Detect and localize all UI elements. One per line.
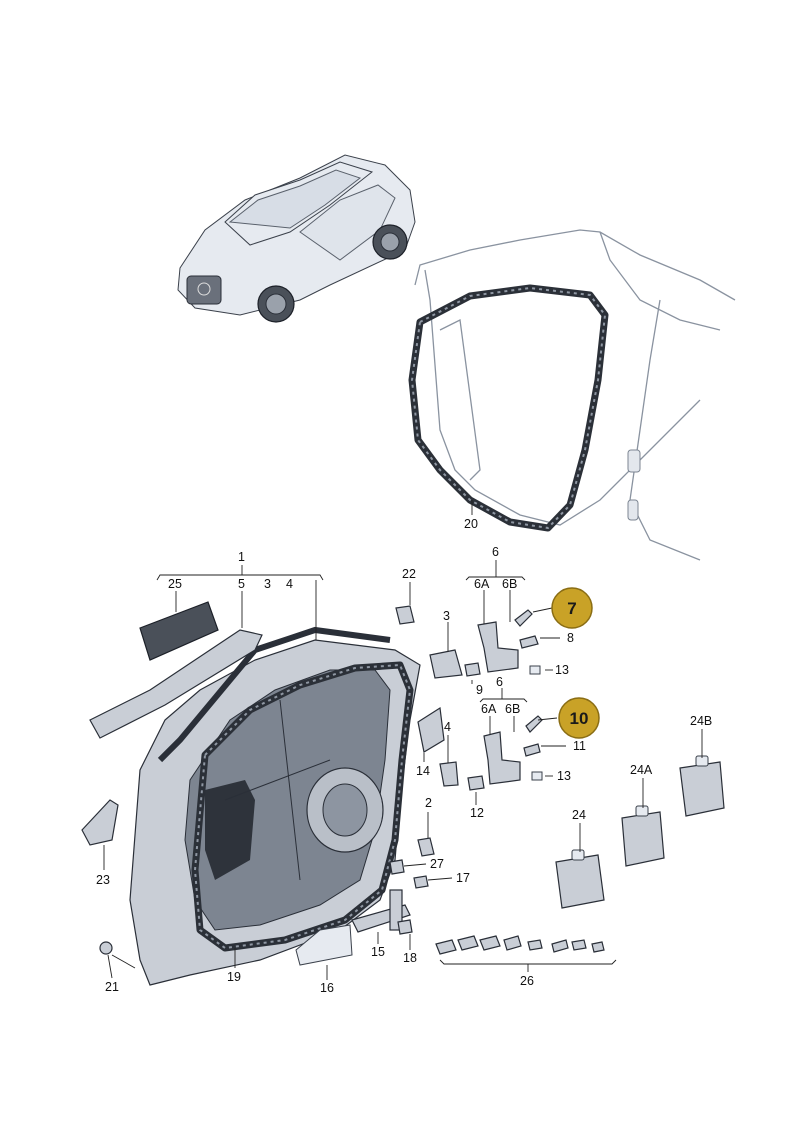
part-7-bolt (514, 609, 533, 627)
part-3-hinge-upper (429, 649, 463, 679)
body-opening (408, 229, 736, 561)
label-19: 19 (227, 970, 241, 984)
part-6-hinge-upper (477, 621, 519, 673)
part-13-clip-upper (529, 665, 541, 675)
label-17: 17 (456, 871, 470, 885)
label-20: 20 (464, 517, 478, 531)
part-5-bar (89, 629, 263, 739)
badge-10-circle[interactable] (558, 697, 600, 739)
part-12-bolt (467, 775, 485, 791)
label-12: 12 (470, 806, 484, 820)
label-22: 22 (402, 567, 416, 581)
part-15-guide-post (389, 889, 403, 931)
label-27: 27 (430, 857, 444, 871)
label-18: 18 (403, 951, 417, 965)
label-24: 24 (572, 808, 586, 822)
badge-7-text: 7 (567, 599, 576, 618)
part-25-pad (139, 601, 219, 661)
badge-10[interactable]: 10 (558, 697, 600, 739)
label-23: 23 (96, 873, 110, 887)
label-6A-upper: 6A (474, 577, 490, 591)
part-labels: 1 25 5 3 4 22 6 6A 6B 3 8 13 9 6 6A 6B 4… (96, 517, 712, 995)
badge-7-circle[interactable] (551, 587, 593, 629)
part-23-bracket (81, 799, 119, 846)
part-24B-container (679, 755, 725, 817)
part-17-screw (413, 875, 429, 889)
part-26-fasteners (435, 935, 605, 955)
label-3-door: 3 (264, 577, 271, 591)
label-13-lower: 13 (557, 769, 571, 783)
label-5: 5 (238, 577, 245, 591)
label-16: 16 (320, 981, 334, 995)
label-6-mid: 6 (496, 675, 503, 689)
badge-7[interactable]: 7 (551, 587, 593, 629)
label-26: 26 (520, 974, 534, 988)
label-24B: 24B (690, 714, 712, 728)
label-25: 25 (168, 577, 182, 591)
badge-10-text: 10 (570, 709, 589, 728)
part-10-bolt (525, 715, 543, 733)
label-11: 11 (573, 739, 586, 753)
car-illustration (177, 154, 416, 323)
part-18-screw (397, 919, 413, 935)
label-8: 8 (567, 631, 574, 645)
label-6B-lower: 6B (505, 702, 520, 716)
door-assembly (129, 626, 421, 986)
part-24A-container (621, 805, 665, 867)
label-14: 14 (416, 764, 430, 778)
label-6B-upper: 6B (502, 577, 517, 591)
part-14-check (417, 706, 445, 753)
label-13-upper: 13 (555, 663, 569, 677)
part-9-bolt (464, 662, 481, 677)
part-4-hinge-lower (439, 761, 459, 787)
label-4-hinge: 4 (444, 720, 451, 734)
label-24A: 24A (630, 763, 653, 777)
part-6-hinge-lower (483, 731, 521, 785)
part-24-container (555, 849, 605, 909)
label-9: 9 (476, 683, 483, 697)
part-21-plug (99, 941, 113, 955)
label-3-hinge: 3 (443, 609, 450, 623)
part-27-bolt (389, 859, 405, 875)
part-13-clip-lower (531, 771, 543, 781)
label-6A-lower: 6A (481, 702, 497, 716)
label-15: 15 (371, 945, 385, 959)
part-11-bolt (523, 743, 541, 757)
label-4-door: 4 (286, 577, 293, 591)
label-2: 2 (425, 796, 432, 810)
leader-lines (103, 560, 703, 980)
label-1: 1 (238, 550, 245, 564)
part-2-bolt (417, 837, 435, 857)
part-8-bolt (519, 635, 539, 649)
part-22-pin (395, 605, 415, 625)
part-16-handle (295, 924, 353, 966)
label-6-top: 6 (492, 545, 499, 559)
label-21: 21 (105, 980, 119, 994)
